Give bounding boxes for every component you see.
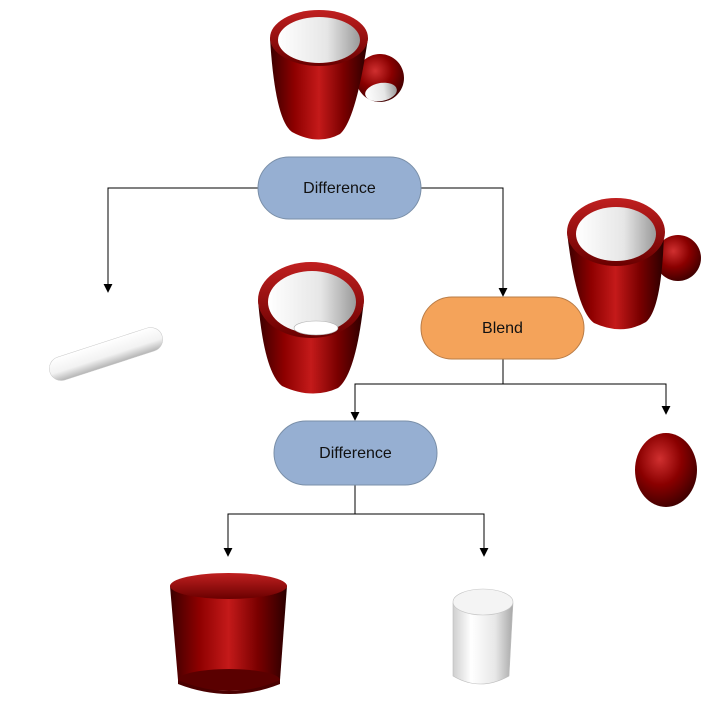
edge-difference-to-outer-cylinder xyxy=(223,485,356,557)
edge-blend-to-sphere xyxy=(503,383,671,415)
blend-node: Blend xyxy=(420,296,585,360)
mug-with-handle-result xyxy=(270,10,404,140)
edge-difference-to-rod xyxy=(103,187,258,293)
hollow-cup xyxy=(258,262,364,394)
edge-difference-to-inner-cylinder xyxy=(355,513,489,557)
difference-node-bottom-label: Difference xyxy=(319,445,392,462)
edge-blend-to-difference xyxy=(350,358,504,421)
difference-node-top-label: Difference xyxy=(303,180,376,197)
handle-rod xyxy=(49,327,163,381)
mug-with-ball-handle xyxy=(567,198,701,330)
edge-difference-to-blend xyxy=(421,187,508,297)
difference-node-top: Difference xyxy=(257,156,422,220)
connectors xyxy=(103,187,671,557)
blend-node-label: Blend xyxy=(482,320,523,337)
difference-node-bottom: Difference xyxy=(273,420,438,486)
inner-cylinder xyxy=(452,588,514,685)
sphere xyxy=(635,433,697,507)
outer-cylinder xyxy=(170,573,287,694)
